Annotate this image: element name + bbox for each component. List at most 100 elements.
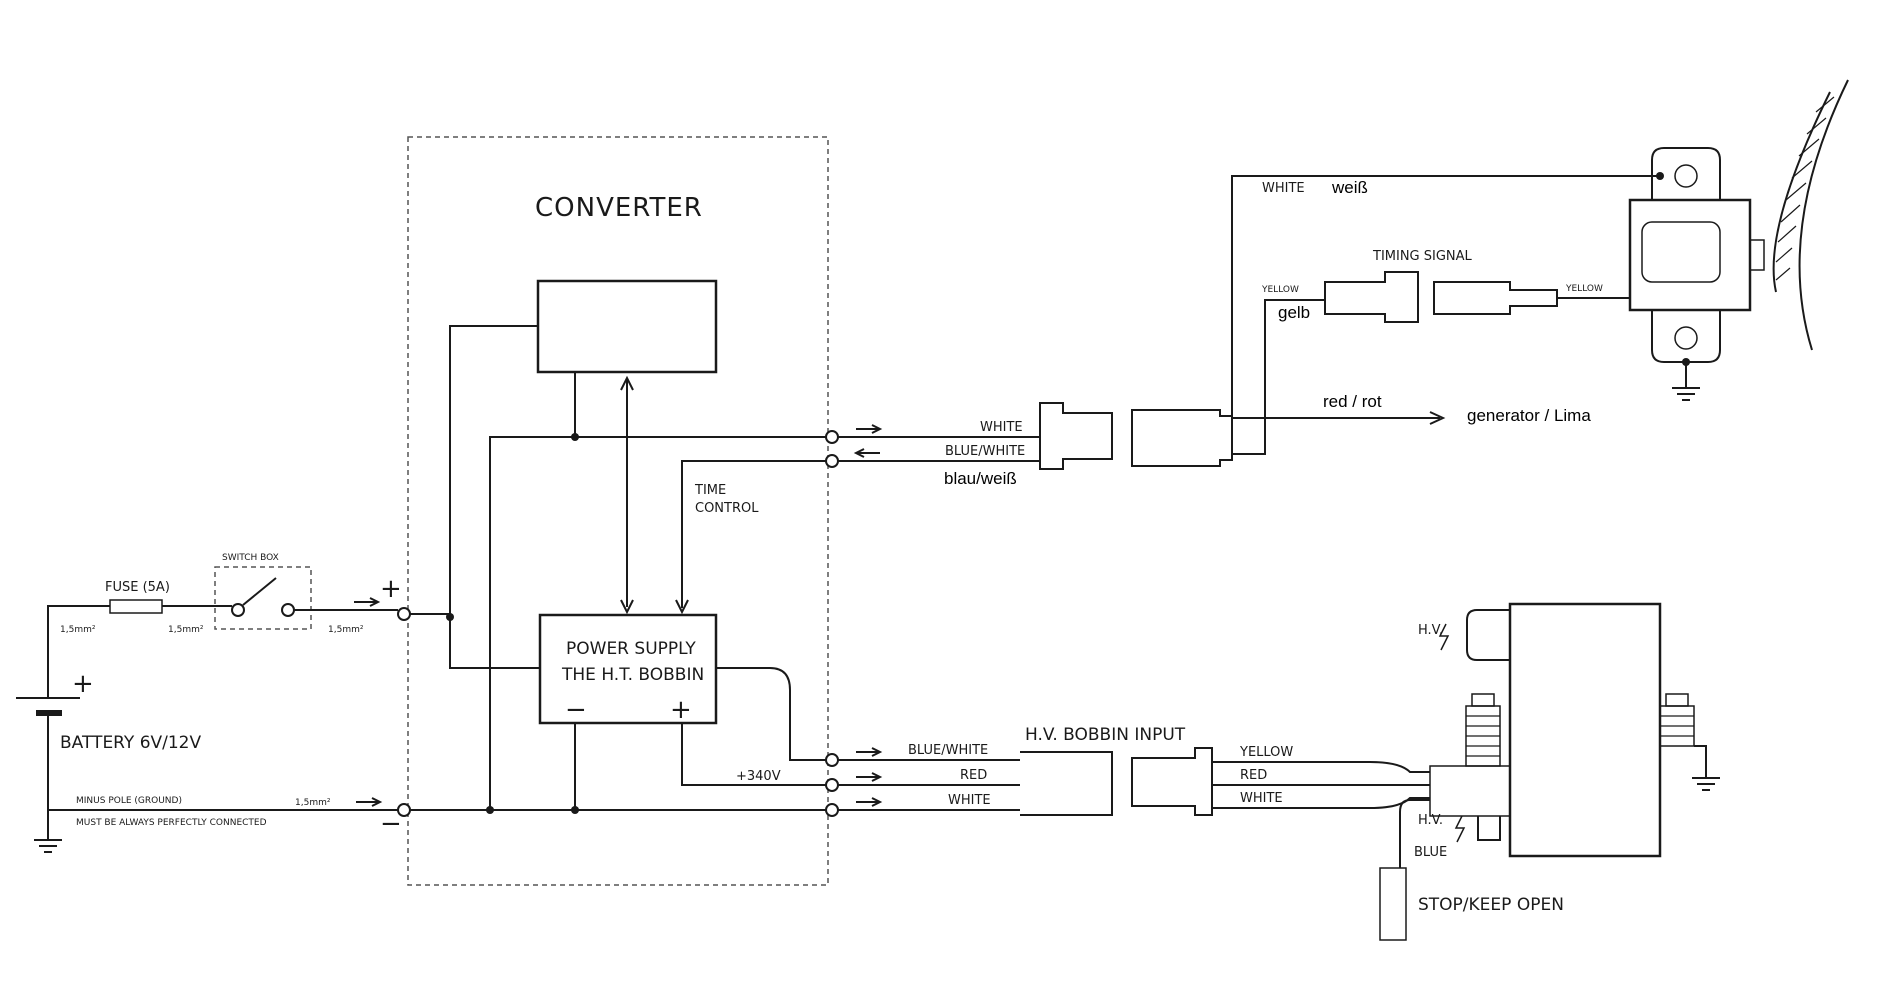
terminal-white bbox=[825, 430, 839, 444]
plus340-label: +340V bbox=[736, 769, 781, 784]
yellow-right-label: YELLOW bbox=[1565, 284, 1603, 294]
pickup-top-hole bbox=[1674, 164, 1698, 188]
minus-terminal-sign: − bbox=[380, 809, 403, 839]
minus-pole-label: MINUS POLE (GROUND) bbox=[76, 796, 182, 806]
fuse-symbol bbox=[109, 599, 163, 614]
arrow-into-converter bbox=[354, 597, 381, 607]
wire-blue-stop bbox=[1399, 799, 1430, 868]
junction-dot bbox=[1682, 358, 1690, 366]
converter-title: CONVERTER bbox=[535, 193, 703, 223]
connector-plug-left bbox=[1039, 402, 1113, 470]
arrow-time-control bbox=[675, 599, 689, 615]
junction-dot bbox=[1656, 172, 1664, 180]
coil-yellow-label: YELLOW bbox=[1239, 745, 1293, 760]
arrow-bobbin-1 bbox=[856, 747, 883, 757]
switch-box bbox=[214, 566, 312, 630]
wire-yellow-to-timing bbox=[1232, 299, 1325, 455]
stop-plug bbox=[1379, 867, 1407, 941]
arrow-generator bbox=[1429, 411, 1446, 425]
spark-icon bbox=[1438, 623, 1450, 651]
control-box bbox=[536, 279, 718, 374]
ground-symbol bbox=[1672, 387, 1700, 401]
generator-lima-label: generator / Lima bbox=[1467, 406, 1591, 425]
time-control-label: TIME bbox=[694, 483, 726, 498]
switch-contact bbox=[231, 603, 245, 617]
ht-bobbin-label: THE H.T. BOBBIN bbox=[561, 665, 704, 685]
pickup-top-tab bbox=[1651, 147, 1721, 200]
flywheel-arc bbox=[1798, 79, 1849, 351]
fuse-label: FUSE (5A) bbox=[105, 580, 170, 595]
hv-bottom-label: H.V. bbox=[1418, 813, 1443, 828]
wire-ps-out-bluewhite bbox=[716, 667, 832, 761]
switch-lever bbox=[242, 577, 277, 606]
pickup-sensor-body bbox=[1628, 198, 1752, 312]
wire-left-vertical bbox=[449, 325, 540, 669]
switch-box-label: SWITCH BOX bbox=[222, 553, 279, 563]
wire-blue-white-in bbox=[681, 460, 832, 608]
coil-ground-symbol bbox=[1692, 777, 1720, 791]
wire-ps-plus-red bbox=[681, 723, 832, 786]
wire-white-bus bbox=[489, 436, 832, 810]
arrow-down-bidir bbox=[620, 599, 634, 615]
spark-icon bbox=[1454, 815, 1466, 843]
yellow-left-label: YELLOW bbox=[1261, 285, 1299, 295]
battery-minus-plate bbox=[36, 710, 62, 716]
pickup-sensor-window bbox=[1641, 221, 1721, 283]
wire-coil-white bbox=[1212, 797, 1430, 809]
white-pickup-label: WHITE bbox=[1262, 181, 1305, 196]
flywheel-arc-inner bbox=[1772, 91, 1831, 293]
wire-size-label: 1,5mm² bbox=[328, 625, 364, 635]
bobbin-red-label: RED bbox=[960, 768, 987, 783]
wire-coil-yellow bbox=[1212, 761, 1430, 773]
junction-dot bbox=[571, 433, 579, 441]
coil-ground-wire bbox=[1694, 745, 1707, 778]
terminal-bobbin-red bbox=[825, 778, 839, 792]
bobbin-plug-right bbox=[1131, 747, 1213, 816]
stop-keep-open-label: STOP/KEEP OPEN bbox=[1418, 895, 1564, 915]
junction-dot bbox=[486, 806, 494, 814]
ignition-coil-body bbox=[1508, 602, 1662, 858]
plus-terminal-sign: + bbox=[380, 574, 403, 604]
red-rot-label: red / rot bbox=[1323, 392, 1382, 411]
bobbin-bluewhite-label: BLUE/WHITE bbox=[908, 743, 988, 758]
switch-contact bbox=[281, 603, 295, 617]
coil-white-label: WHITE bbox=[1240, 791, 1283, 806]
pickup-bottom-tab bbox=[1651, 310, 1721, 363]
hv-lead-bottom bbox=[1477, 816, 1501, 841]
ps-plus-sign: + bbox=[670, 695, 693, 725]
bobbin-plug-left bbox=[1020, 751, 1113, 816]
bobbin-white-label: WHITE bbox=[948, 793, 991, 808]
hv-lead-top bbox=[1466, 609, 1511, 661]
time-control-label: CONTROL bbox=[695, 501, 759, 516]
hv-top-label: H.V. bbox=[1418, 623, 1443, 638]
terminal-bobbin-bluewhite bbox=[825, 753, 839, 767]
converter-enclosure bbox=[407, 136, 829, 886]
wire-size-label: 1,5mm² bbox=[168, 625, 204, 635]
pickup-nose bbox=[1749, 239, 1765, 271]
wire-size-label: 1,5mm² bbox=[60, 625, 96, 635]
terminal-bobbin-white bbox=[825, 803, 839, 817]
battery-label: BATTERY 6V/12V bbox=[60, 733, 202, 753]
pickup-bottom-hole bbox=[1674, 326, 1698, 350]
timing-plug-right bbox=[1433, 281, 1558, 315]
bluewhite-wire-label: BLUE/WHITE bbox=[945, 444, 1025, 459]
blue-wire-label: BLUE bbox=[1414, 845, 1447, 860]
terminal-plus bbox=[397, 607, 411, 621]
battery-ground-symbol bbox=[34, 839, 62, 853]
timing-signal-label: TIMING SIGNAL bbox=[1372, 249, 1473, 264]
junction-dot bbox=[571, 806, 579, 814]
white-wire-label: WHITE bbox=[980, 420, 1023, 435]
arrow-ground-in bbox=[356, 797, 383, 807]
arrow-bobbin-3 bbox=[856, 797, 883, 807]
arrow-up-bidir bbox=[620, 375, 634, 391]
coil-terminal-block bbox=[1429, 765, 1511, 817]
arrow-in-bluewhite bbox=[853, 448, 880, 458]
wire-battery-plus bbox=[47, 605, 110, 698]
power-supply-label: POWER SUPPLY bbox=[566, 639, 696, 659]
timing-plug-left bbox=[1324, 271, 1419, 323]
power-supply-box bbox=[538, 613, 718, 725]
arrow-out-white bbox=[856, 424, 883, 434]
ps-minus-sign: − bbox=[565, 695, 588, 725]
weiss-pickup-label: weiß bbox=[1331, 178, 1368, 197]
